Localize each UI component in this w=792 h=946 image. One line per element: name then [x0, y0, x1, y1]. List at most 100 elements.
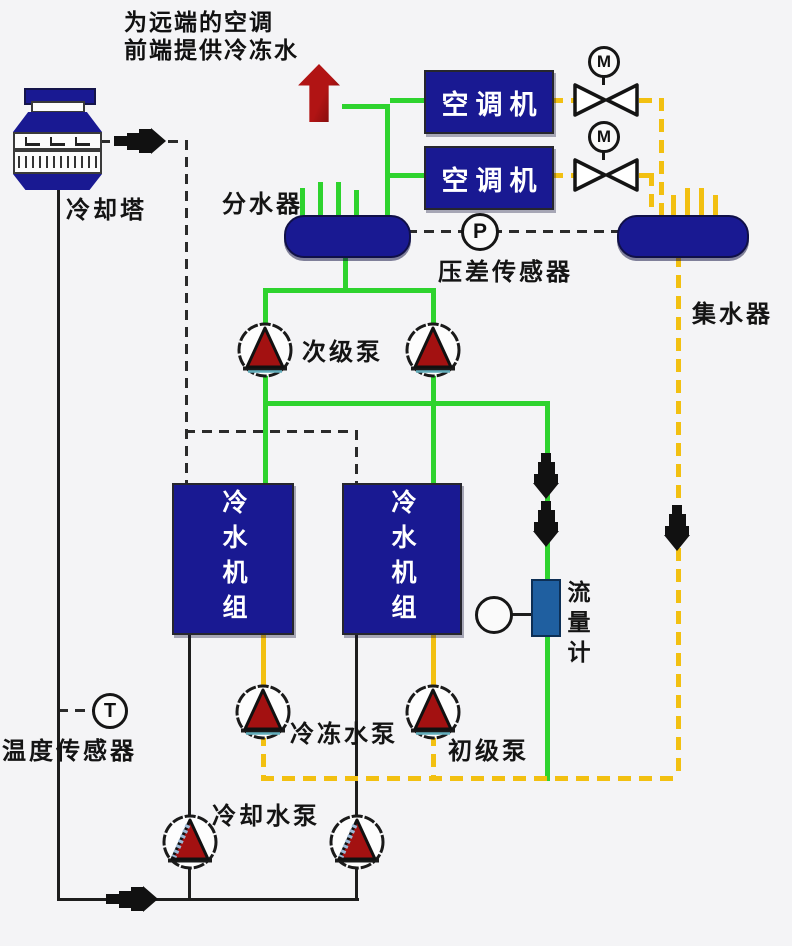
pressure-sensor-icon: P	[461, 213, 499, 251]
louver-mark	[50, 136, 65, 146]
collector-stub-1	[671, 195, 676, 216]
valve-2-body-icon	[573, 158, 639, 192]
cooling-tower-neck	[31, 101, 85, 113]
primary-pump-label: 初级泵	[448, 738, 529, 765]
chiller-2-label: 冷水机组	[388, 489, 416, 629]
supply-pipe-secondary2	[431, 288, 436, 484]
annotation-line-2: 前端提供冷冻水	[124, 37, 299, 63]
flow-meter-dial-icon	[475, 596, 513, 634]
supply-pipe-ac1-tee	[390, 98, 426, 103]
arrow-step	[665, 526, 689, 535]
arrow-step	[127, 132, 139, 150]
pressure-sensor-letter: P	[472, 220, 487, 243]
secondary-pump-2-icon	[405, 322, 461, 378]
flow-arrow-bottom-condenser	[106, 886, 158, 912]
distributor-label: 分水器	[222, 191, 303, 218]
arrow-tip	[151, 128, 166, 154]
ac-unit-1: 空调机	[424, 70, 554, 134]
return-pipe-chiller2-upper	[431, 630, 436, 712]
arrow-step	[139, 129, 151, 153]
valve-1-body-icon	[573, 83, 639, 117]
collector-vessel	[617, 215, 749, 258]
return-pipe-valve1-out	[639, 98, 664, 103]
cooling-tower-fill-band	[13, 150, 102, 174]
condenser-pipe-tower-drop	[57, 190, 60, 901]
collector-label: 集水器	[692, 301, 773, 328]
return-pipe-valve1-drop	[659, 98, 664, 216]
valve-2-motor-icon: M	[588, 121, 620, 153]
supply-pipe-ac2-tee	[390, 173, 426, 178]
supply-pipe-lower-header	[263, 401, 550, 406]
cooling-tower-base	[13, 174, 102, 190]
signal-line-pressure-sensor	[407, 230, 618, 233]
ac-unit-2: 空调机	[424, 146, 554, 210]
return-pipe-chiller1-upper	[261, 630, 266, 712]
valve-1-motor-icon: M	[588, 46, 620, 78]
cooling-water-pump-1-icon	[162, 814, 218, 870]
distributor-stub-4	[354, 190, 359, 218]
flow-arrow-decoupler-2	[533, 501, 559, 547]
louver-mark	[75, 136, 90, 146]
secondary-pump-1-icon	[237, 322, 293, 378]
supply-pipe-upper-header	[263, 288, 436, 293]
supply-pipe-remote-corner	[342, 104, 390, 109]
flow-arrow-tower-signal	[114, 128, 166, 154]
temperature-sensor-icon: T	[92, 693, 128, 729]
remote-supply-arrow-icon	[298, 64, 340, 122]
arrow-tip	[143, 886, 158, 912]
flow-meter-body	[531, 579, 561, 637]
return-pipe-valve2-out	[639, 173, 656, 178]
collector-stub-2	[685, 188, 690, 216]
ac-unit-1-label: 空调机	[441, 89, 544, 120]
signal-line-left-vertical	[185, 140, 188, 483]
distributor-stub-1	[300, 188, 305, 218]
secondary-pump-label: 次级泵	[302, 339, 383, 366]
temperature-sensor-letter: T	[103, 699, 117, 722]
flow-arrow-decoupler-1	[533, 453, 559, 499]
chilled-water-pump-icon	[235, 684, 291, 740]
arrow-step	[106, 894, 119, 904]
arrow-step	[131, 887, 143, 911]
chilled-water-pump-label: 冷冻水泵	[290, 721, 398, 748]
louver-mark	[25, 136, 40, 146]
return-pipe-chiller1-lower	[261, 712, 266, 778]
return-pipe-bottom-header	[261, 776, 679, 781]
flow-meter-link	[512, 613, 532, 616]
return-pipe-chiller2-lower	[431, 712, 436, 778]
arrow-step	[119, 890, 131, 908]
signal-line-branch-horizontal	[185, 430, 357, 433]
cooling-tower-louver-band	[13, 132, 102, 150]
arrow-tip	[664, 535, 690, 551]
arrow-step	[541, 453, 551, 462]
supply-pipe-riser	[385, 104, 390, 218]
valve-1-stem	[602, 77, 605, 85]
arrow-step	[114, 136, 127, 146]
condenser-pipe-bottom-header	[57, 898, 359, 901]
arrow-step	[541, 501, 551, 510]
pressure-sensor-label: 压差传感器	[438, 259, 573, 286]
cooling-water-pump-2-icon	[329, 814, 385, 870]
arrow-step	[537, 510, 555, 522]
valve-2-stem	[602, 152, 605, 160]
flow-meter-label: 流量计	[564, 580, 590, 670]
arrow-step	[537, 462, 555, 474]
cooling-tower-label: 冷却塔	[66, 197, 147, 224]
return-pipe-ac1-out	[550, 98, 576, 103]
return-pipe-valve2-drop	[649, 173, 654, 216]
arrow-tip	[533, 483, 559, 499]
collector-stub-4	[713, 195, 718, 216]
supply-pipe-distributor-drop	[343, 252, 348, 290]
flow-arrow-return-drop	[664, 505, 690, 551]
chiller-1-label: 冷水机组	[219, 489, 247, 629]
temperature-sensor-label: 温度传感器	[2, 738, 137, 765]
ac-unit-2-label: 空调机	[441, 165, 544, 196]
signal-line-branch-vertical	[355, 430, 358, 483]
chiller-2: 冷水机组	[342, 483, 462, 635]
chiller-1: 冷水机组	[172, 483, 294, 635]
primary-pump-icon	[405, 684, 461, 740]
arrow-step	[672, 505, 682, 514]
cooling-tower-shoulder	[13, 112, 102, 132]
valve-1-motor-letter: M	[596, 52, 612, 71]
fill-ticks	[18, 156, 97, 168]
return-pipe-ac2-out	[550, 173, 576, 178]
